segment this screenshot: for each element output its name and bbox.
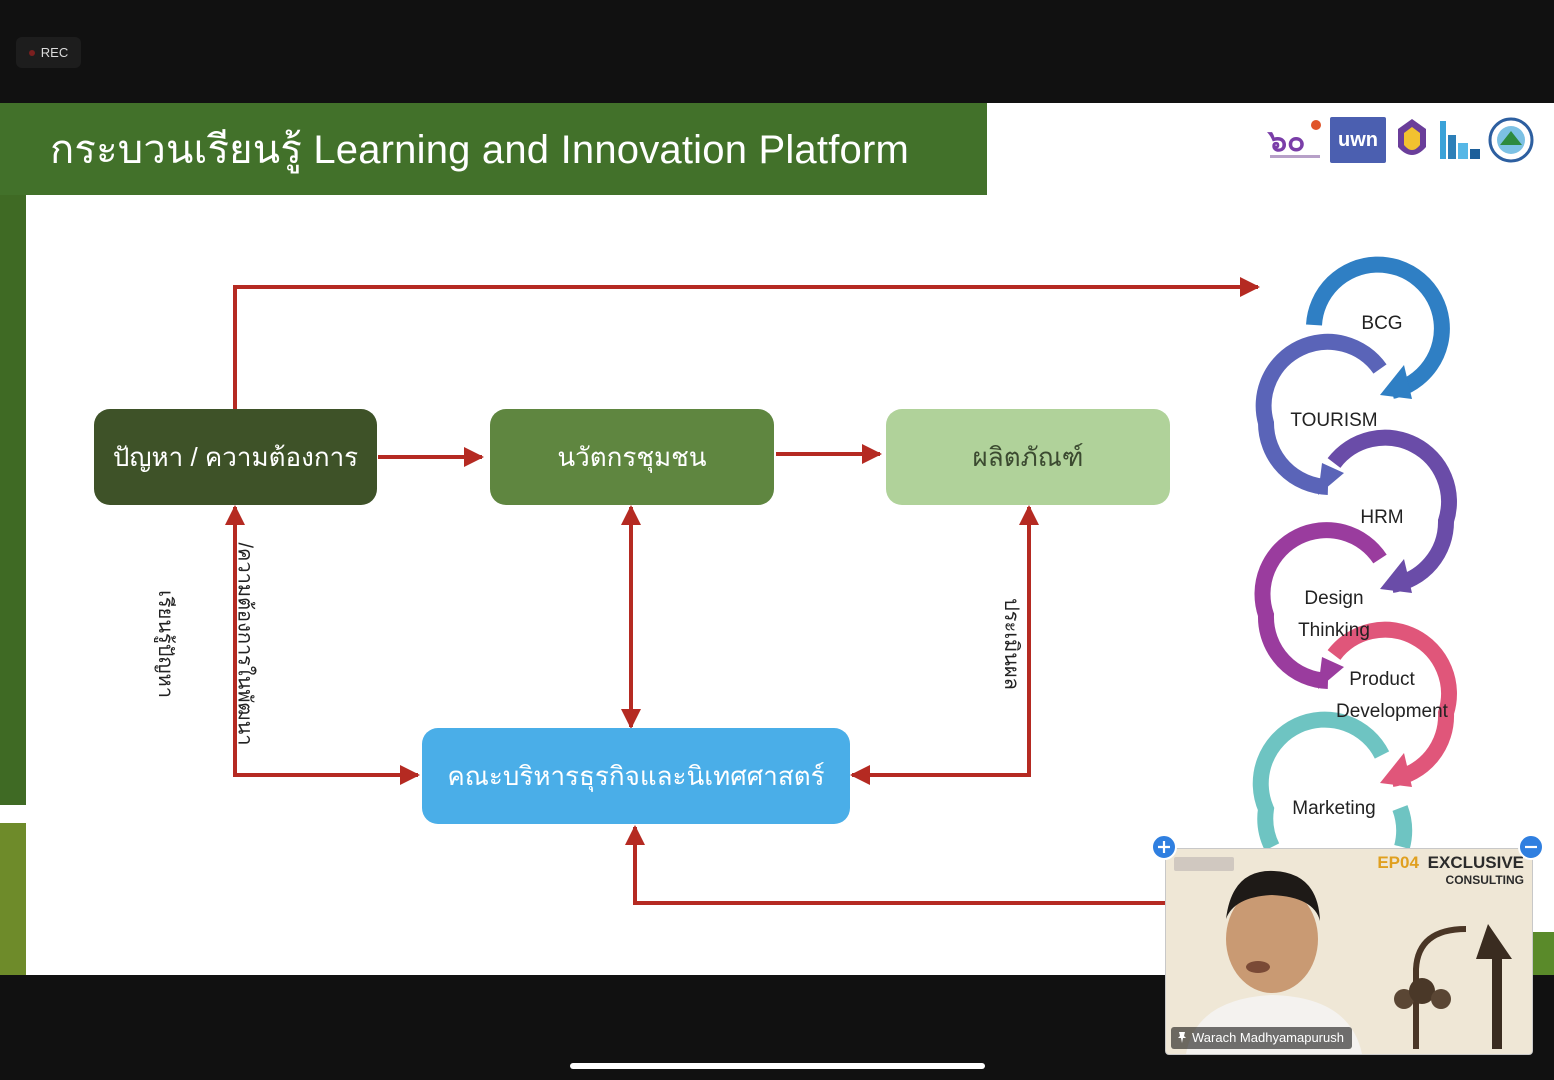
pin-icon bbox=[1178, 1032, 1186, 1043]
node-problem-label: ปัญหา / ความต้องการ bbox=[112, 441, 359, 472]
participant-name-tag: Warach Madhyamapurush bbox=[1171, 1027, 1352, 1049]
bar-graph-logo bbox=[1438, 117, 1482, 163]
svg-text:๖๐: ๖๐ bbox=[1267, 125, 1305, 158]
cycle-label-tourism: TOURISM bbox=[1290, 410, 1378, 431]
university-seal-logo bbox=[1392, 117, 1432, 163]
participant-name: Warach Madhyamapurush bbox=[1192, 1030, 1344, 1045]
participant-video-frame bbox=[1166, 849, 1532, 1054]
cycle-label-design-thinking: Design Thinking bbox=[1298, 588, 1370, 641]
slide-right-accent bbox=[1532, 932, 1554, 975]
sixty-anniversary-logo: ๖๐ bbox=[1266, 117, 1324, 163]
cycle-label-marketing: Marketing bbox=[1292, 798, 1376, 819]
edge-label-evaluate: ประเมินผล bbox=[999, 598, 1022, 690]
minus-icon bbox=[1525, 845, 1537, 849]
participant-video-tile[interactable]: EP04 EXCLUSIVE CONSULTING Warach Madhyam… bbox=[1165, 848, 1533, 1055]
recording-indicator: REC bbox=[16, 37, 81, 68]
video-banner-subtitle: CONSULTING bbox=[1445, 873, 1524, 887]
minimize-video-button[interactable] bbox=[1518, 834, 1544, 860]
process-diagram-arrows bbox=[225, 256, 1457, 905]
node-community-innovation: นวัตกรชุมชน bbox=[490, 409, 774, 505]
edge-label-need-development: /ความต้องการในพัฒนา bbox=[233, 542, 256, 746]
cycle-label-hrm: HRM bbox=[1360, 507, 1404, 528]
node-product: ผลิตภัณฑ์ bbox=[886, 409, 1170, 505]
cycle-label-bcg: BCG bbox=[1361, 313, 1403, 334]
slide-left-accent-top bbox=[0, 103, 26, 805]
presentation-slide: กระบวนเรียนรู้ Learning and Innovation P… bbox=[0, 103, 1554, 975]
partner-logos: ๖๐ uwn bbox=[1266, 117, 1534, 163]
video-banner-episode: EP04 bbox=[1377, 853, 1419, 872]
cycle-label-product-development: Product Development bbox=[1336, 669, 1448, 722]
slide-title: กระบวนเรียนรู้ Learning and Innovation P… bbox=[50, 128, 909, 172]
plus-icon bbox=[1158, 841, 1170, 853]
slide-left-accent-bottom bbox=[0, 823, 26, 975]
edge-label-learn-problem: เรียนรู้ปัญหา bbox=[153, 590, 176, 698]
video-banner: EP04 EXCLUSIVE CONSULTING bbox=[1377, 853, 1524, 887]
recording-label: REC bbox=[40, 45, 69, 60]
recording-dot-icon bbox=[28, 49, 35, 56]
expand-video-button[interactable] bbox=[1151, 834, 1177, 860]
uwn-logo: uwn bbox=[1330, 117, 1386, 163]
slide-title-bar: กระบวนเรียนรู้ Learning and Innovation P… bbox=[0, 103, 987, 195]
node-faculty-label: คณะบริหารธุรกิจและนิเทศศาสตร์ bbox=[447, 760, 825, 791]
node-community-innovation-label: นวัตกรชุมชน bbox=[557, 441, 707, 472]
node-product-label: ผลิตภัณฑ์ bbox=[972, 441, 1084, 472]
node-problem: ปัญหา / ความต้องการ bbox=[94, 409, 377, 505]
round-emblem-logo bbox=[1488, 117, 1534, 163]
video-banner-title: EXCLUSIVE bbox=[1427, 853, 1524, 872]
node-faculty: คณะบริหารธุรกิจและนิเทศศาสตร์ bbox=[422, 728, 850, 824]
uwn-logo-text: uwn bbox=[1338, 128, 1378, 151]
home-indicator-bar[interactable] bbox=[570, 1063, 985, 1069]
